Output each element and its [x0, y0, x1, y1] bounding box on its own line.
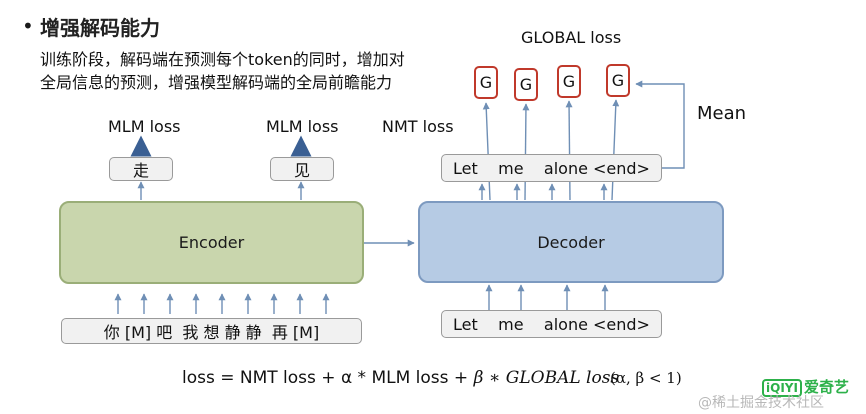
g-node-1: G [474, 66, 498, 99]
global-loss-label: GLOBAL loss [521, 28, 622, 47]
encoder-block: Encoder [59, 201, 364, 284]
g-node-1-label: G [479, 73, 493, 92]
mlm-token-right: 见 [293, 161, 310, 180]
loss-formula-beta-term: β ∗ GLOBAL loss [473, 368, 620, 388]
decoder-input-text: Let me alone <end> [453, 314, 650, 334]
encoder-input-text: 你 [M] 吧 我 想 静 静 再 [M] [103, 323, 320, 342]
loss-condition: (α, β < 1) [610, 369, 682, 387]
nmt-loss-label: NMT loss [382, 117, 454, 136]
description-line-1: 训练阶段，解码端在预测每个token的同时，增加对 [40, 50, 405, 69]
slide-heading: 增强解码能力 [40, 16, 160, 40]
iqiyi-logo-mark: iQIYI [762, 379, 802, 397]
encoder-input-box: 你 [M] 吧 我 想 静 静 再 [M] [61, 318, 362, 344]
encoder-label: Encoder [178, 233, 245, 252]
g-node-2: G [514, 68, 538, 101]
decoder-input-box: Let me alone <end> [441, 310, 662, 338]
mean-label: Mean [697, 103, 747, 124]
watermark-text: @稀土掘金技术社区 [698, 395, 824, 411]
decoder-label: Decoder [537, 232, 605, 252]
loss-formula-main: loss = NMT loss + α * MLM loss + [182, 368, 474, 388]
g-node-2-label: G [519, 75, 533, 94]
g-node-3-label: G [562, 72, 576, 91]
mlm-loss-label-right: MLM loss [266, 117, 339, 136]
decoder-output-text: Let me alone <end> [453, 158, 650, 178]
description-line-2: 全局信息的预测，增强模型解码端的全局前瞻能力 [40, 73, 393, 92]
decoder-output-box: Let me alone <end> [441, 154, 662, 182]
g-node-4: G [606, 64, 630, 97]
mlm-loss-label-left: MLM loss [108, 117, 181, 136]
g-node-4-label: G [611, 71, 625, 90]
mlm-token-left: 走 [132, 161, 149, 180]
g-node-3: G [557, 65, 581, 98]
iqiyi-logo-text: 爱奇艺 [803, 378, 849, 396]
mlm-token-box-right: 见 [270, 157, 334, 181]
description-text: 训练阶段，解码端在预测每个token的同时，增加对 全局信息的预测，增强模型解码… [40, 48, 460, 94]
bullet-dot: • [22, 14, 34, 38]
loss-formula: loss = NMT loss + α * MLM loss + β ∗ GLO… [182, 368, 619, 388]
mlm-token-box-left: 走 [109, 157, 173, 181]
decoder-block: Decoder [418, 201, 724, 283]
